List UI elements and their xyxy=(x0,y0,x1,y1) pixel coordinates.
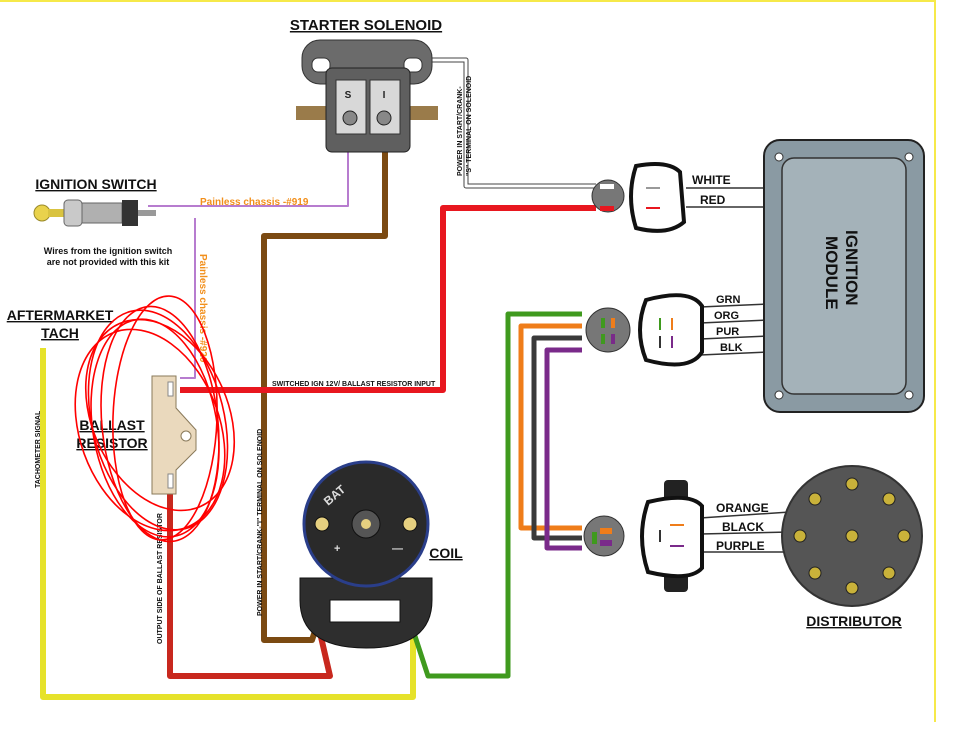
grn-wire-label: GRN xyxy=(716,294,741,306)
coil-bat-terminal xyxy=(314,516,330,532)
distributor-title: DISTRIBUTOR xyxy=(806,613,901,629)
connector-4pin xyxy=(585,293,704,367)
switch-wires-note-line1: Wires from the ignition switch xyxy=(44,246,172,256)
connector-4pin-male xyxy=(585,307,631,353)
coil-neg-terminal xyxy=(402,516,418,532)
power-s-note-line2: "S" TERMINAL ON SOLENOID xyxy=(466,76,473,176)
dist-orange-lead xyxy=(699,511,791,519)
ignition-coil: BAT + — xyxy=(299,460,433,649)
white-wire-label: WHITE xyxy=(692,173,731,187)
coil-plus-label: + xyxy=(334,543,340,555)
switched-ign-label: SWITCHED IGN 12V/ BALLAST RESISTOR INPUT xyxy=(272,381,436,388)
org-wire-label: ORG xyxy=(714,310,739,322)
module-blk-lead xyxy=(699,351,769,356)
connector-3pin xyxy=(583,480,704,592)
dark-wire xyxy=(531,335,582,541)
ignition-switch xyxy=(33,199,156,227)
ignition-switch-title: IGNITION SWITCH xyxy=(35,176,156,192)
tach-title: TACH xyxy=(41,325,79,341)
ballast-terminal-bottom xyxy=(167,473,174,489)
ballast-mount-hole xyxy=(180,430,192,442)
blk-wire-label: BLK xyxy=(720,342,743,354)
yellow-tach-wire xyxy=(40,348,416,700)
red-wire-output xyxy=(167,490,333,679)
wires xyxy=(40,57,791,700)
coil-bracket-slot xyxy=(329,599,401,623)
ballast-body xyxy=(151,375,197,495)
solenoid-screw-i xyxy=(376,110,392,126)
connector-2pin-white-pin xyxy=(600,184,614,189)
dist-black-lead xyxy=(699,531,791,535)
red-scribble-annotation xyxy=(74,295,236,543)
coil-minus-label: — xyxy=(392,543,403,555)
green-wire xyxy=(410,311,582,679)
painless-920-label: Painless chassis -#920 xyxy=(197,254,208,363)
module-org-lead xyxy=(699,319,769,324)
ballast-resistor xyxy=(151,375,197,495)
purple-wire-label: PURPLE xyxy=(716,539,765,553)
power-s-note-line1: POWER IN START/CRANK- xyxy=(457,86,464,176)
black-wire-label: BLACK xyxy=(722,520,764,534)
starter-solenoid: S I xyxy=(296,39,438,153)
switch-wires-note-line2: are not provided with this kit xyxy=(47,257,170,267)
connector-3pin-male xyxy=(583,515,625,557)
module-pur-lead xyxy=(699,335,769,340)
solenoid-hole-left xyxy=(311,57,331,73)
connector-3pin-female xyxy=(640,495,704,579)
starter-solenoid-title: STARTER SOLENOID xyxy=(290,17,442,34)
ignition-terminal xyxy=(138,210,156,216)
solenoid-s-label: S xyxy=(345,90,352,101)
ignition-barrel xyxy=(81,202,123,224)
coil-center-terminal xyxy=(361,519,371,529)
violet-wire-919 xyxy=(148,124,349,207)
ignition-module: IGNITION MODULE xyxy=(763,139,925,413)
ignition-key-head xyxy=(33,204,51,222)
violet-wire-920 xyxy=(180,218,196,379)
power-i-label: POWER IN START/CRANK-"I" TERMINAL ON SOL… xyxy=(257,429,264,616)
orange-wire-label: ORANGE xyxy=(716,501,769,515)
module-inner-panel xyxy=(781,157,907,395)
ignition-bezel xyxy=(63,199,83,227)
brown-wire xyxy=(261,124,388,643)
red-wire-switched xyxy=(180,205,596,393)
red-wire-label: RED xyxy=(700,193,726,207)
painless-919-label: Painless chassis -#919 xyxy=(200,197,309,208)
output-ballast-label: OUTPUT SIDE OF BALLAST RESISTOR xyxy=(157,513,164,644)
module-title-line2: MODULE xyxy=(822,236,841,310)
connector-2pin-female xyxy=(629,162,687,233)
solenoid-terminal-i xyxy=(369,79,401,135)
connector-2pin xyxy=(591,162,687,233)
solenoid-screw-s xyxy=(342,110,358,126)
solenoid-i-label: I xyxy=(383,90,386,101)
ignition-key-blade xyxy=(48,209,66,217)
purple-wire xyxy=(544,347,582,551)
pur-wire-label: PUR xyxy=(716,326,739,338)
tach-signal-label: TACHOMETER SIGNAL xyxy=(35,410,42,488)
ballast-terminal-top xyxy=(167,381,174,397)
orange-wire xyxy=(518,323,582,531)
module-grn-lead xyxy=(699,303,769,308)
coil-title: COIL xyxy=(429,545,463,561)
solenoid-terminal-s xyxy=(335,79,367,135)
connector-2pin-red-pin xyxy=(600,206,614,211)
aftermarket-title: AFTERMARKET xyxy=(7,307,114,323)
module-title-line1: IGNITION xyxy=(842,230,861,306)
solenoid-hole-right xyxy=(403,57,423,73)
distributor-cap xyxy=(781,465,923,607)
ballast-title-line2: RESISTOR xyxy=(76,435,147,451)
ignition-housing xyxy=(122,200,138,226)
